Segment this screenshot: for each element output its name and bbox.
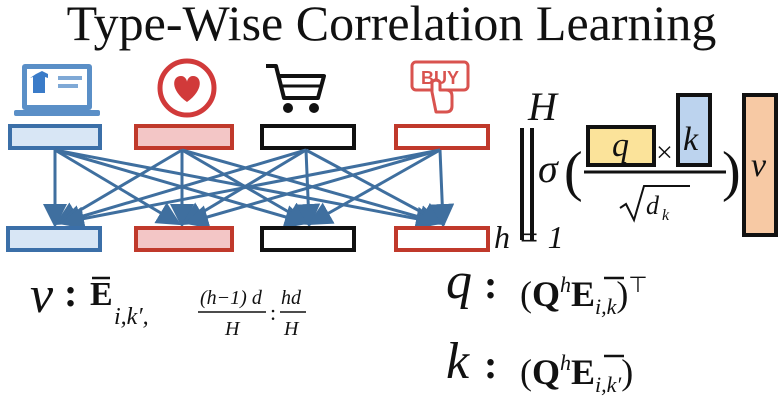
k-colon: : bbox=[484, 342, 497, 387]
cart-icon bbox=[266, 64, 326, 113]
bottom-box-type-2 bbox=[134, 226, 234, 252]
top-box-type-2 bbox=[134, 124, 234, 150]
right-paren: ) bbox=[722, 141, 741, 203]
v-frac1-den: H bbox=[224, 318, 241, 340]
k-definition: k : (QhEi,k′) bbox=[446, 333, 633, 397]
correlation-arrows bbox=[43, 148, 455, 231]
svg-text:BUY: BUY bbox=[421, 68, 459, 88]
top-box-type-4 bbox=[394, 124, 490, 150]
sqrt-d-subscript: k bbox=[662, 207, 670, 224]
bottom-box-type-3 bbox=[260, 226, 356, 252]
v-matrix: E bbox=[90, 276, 113, 313]
q-block bbox=[586, 125, 656, 167]
attention-formula: H h = 1 σ ( q × k d k ) v bbox=[494, 84, 778, 255]
top-box-type-3 bbox=[260, 124, 356, 150]
v-symbol: v bbox=[30, 267, 54, 324]
buy-button-icon: BUY bbox=[410, 60, 470, 114]
diagram-title: Type-Wise Correlation Learning bbox=[66, 0, 717, 51]
q-definition: q : (QhEi,k)⊤ bbox=[446, 253, 648, 319]
q-expression: (QhEi,k)⊤ bbox=[520, 272, 648, 319]
q-symbol: q bbox=[446, 253, 472, 310]
top-box-type-1 bbox=[8, 124, 102, 150]
sqrt-radical bbox=[619, 185, 690, 223]
v-block bbox=[742, 93, 778, 237]
v-definition: v : E i,k′, (h−1) d H : hd H bbox=[30, 267, 306, 340]
concat-lower-index: h = 1 bbox=[494, 219, 564, 255]
v-range-colon: : bbox=[270, 300, 276, 325]
concat-upper-index: H bbox=[527, 84, 559, 129]
heart-icon bbox=[157, 58, 217, 118]
v-frac1-num: (h−1) d bbox=[200, 287, 263, 309]
v-frac2-den: H bbox=[283, 318, 300, 340]
k-symbol: k bbox=[446, 333, 470, 390]
sqrt-d: d bbox=[646, 191, 660, 220]
bottom-box-type-4 bbox=[394, 226, 490, 252]
sigma-symbol: σ bbox=[538, 146, 559, 191]
k-label: k bbox=[683, 121, 699, 158]
q-label: q bbox=[612, 127, 629, 164]
v-colon: : bbox=[64, 270, 77, 315]
v-label: v bbox=[751, 147, 767, 184]
laptop-shop-icon bbox=[14, 64, 100, 116]
times-symbol: × bbox=[656, 136, 673, 169]
bottom-box-type-1 bbox=[6, 226, 102, 252]
v-frac2-num: hd bbox=[281, 287, 302, 309]
left-paren: ( bbox=[564, 141, 583, 203]
k-block bbox=[676, 93, 712, 167]
q-colon: : bbox=[484, 262, 497, 307]
v-subscript: i,k′, bbox=[114, 304, 149, 330]
